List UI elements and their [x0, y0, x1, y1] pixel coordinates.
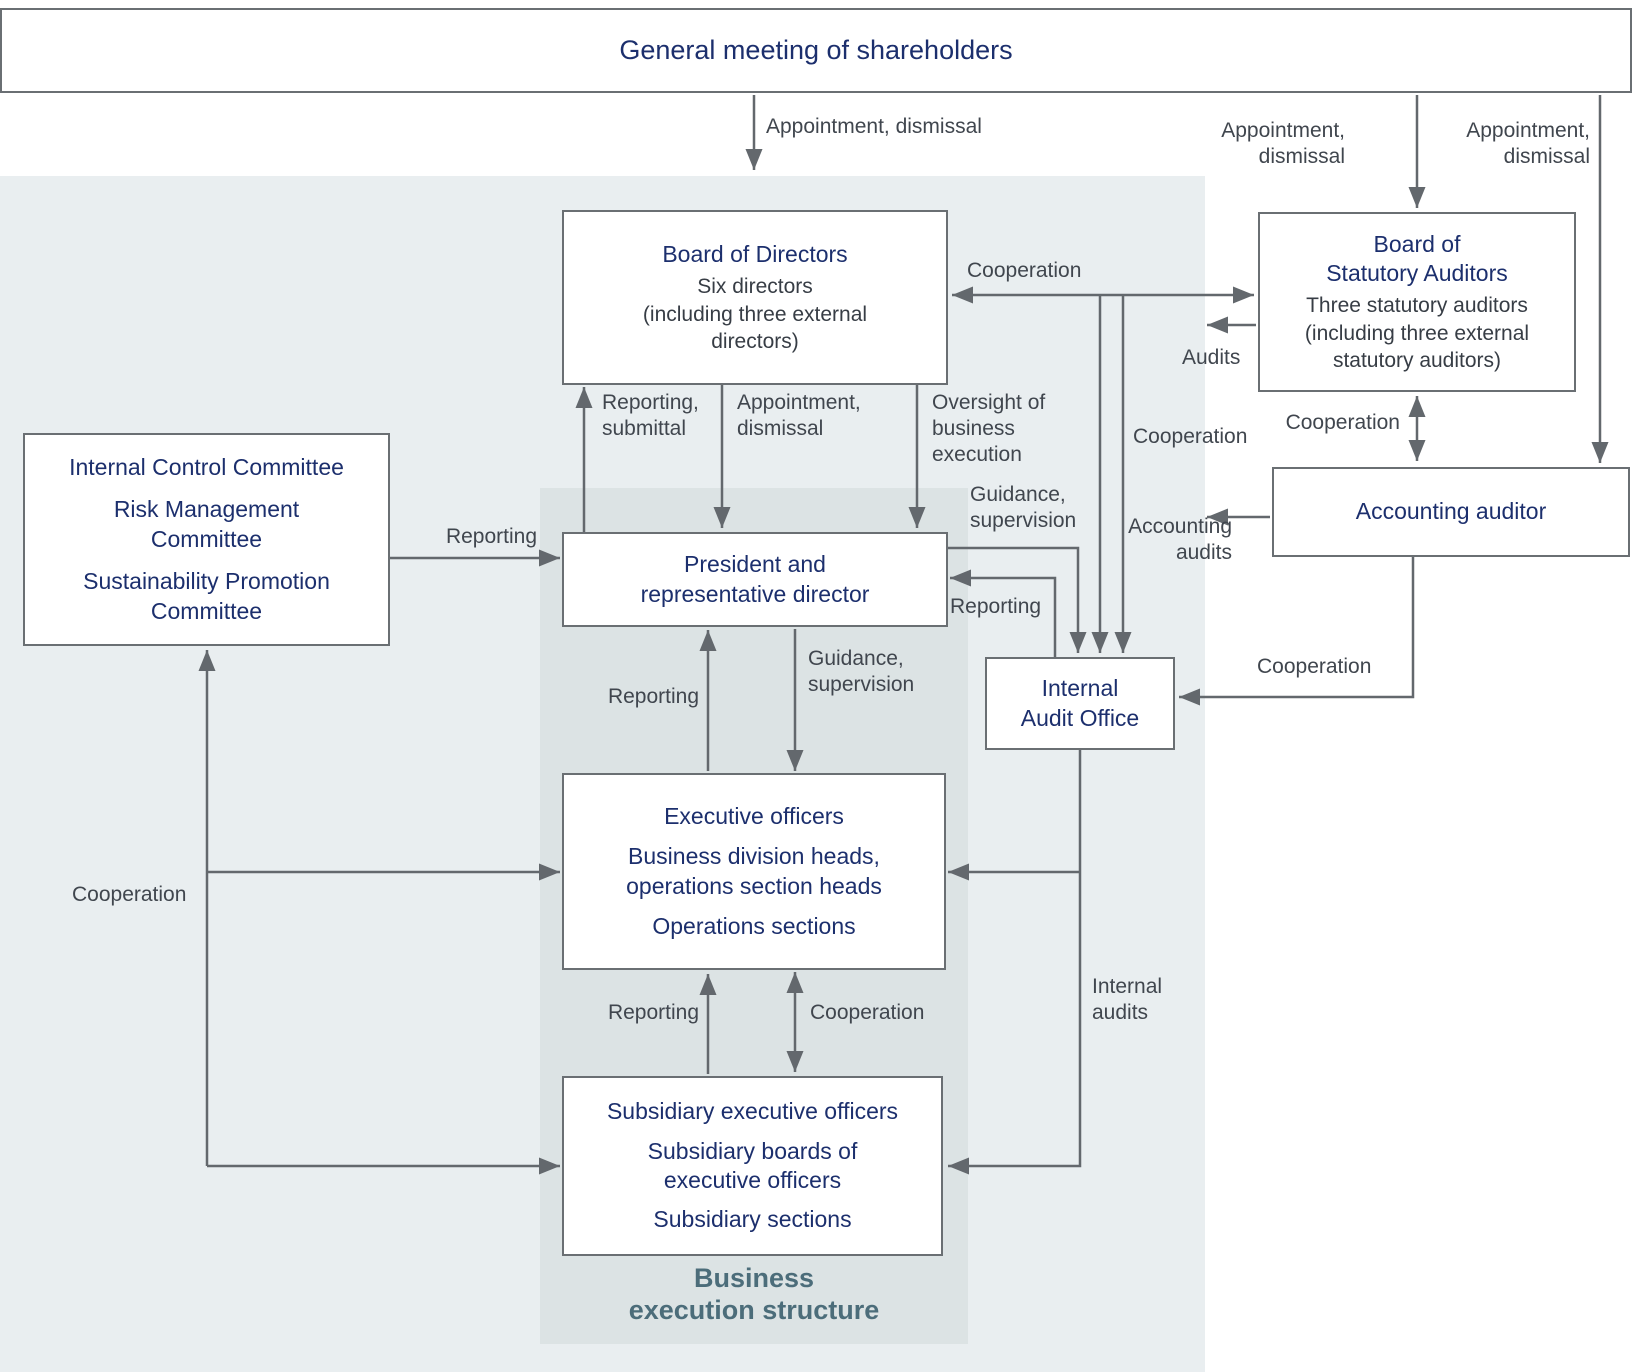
statutory-auditors-box: Board of Statutory Auditors Three statut… — [1258, 212, 1576, 392]
accounting-auditor-title: Accounting auditor — [1355, 498, 1547, 525]
accounting-auditor-box: Accounting auditor — [1272, 467, 1630, 557]
label-guidance-supervision-iao: Guidance, supervision — [970, 483, 1077, 533]
label-cooperation-exec-subsidiary: Cooperation — [810, 1001, 925, 1024]
statutory-auditors-title: Board of Statutory Auditors — [1326, 230, 1508, 287]
subsidiaries-box: Subsidiary executive officers Subsidiary… — [562, 1076, 943, 1256]
label-cooperation-statutory-accounting: Cooperation — [1285, 411, 1400, 434]
label-cooperation-bod-iao: Cooperation — [967, 259, 1082, 282]
subsidiary-boards-label: Subsidiary boards of executive officers — [647, 1137, 858, 1193]
label-appointment-dismissal-accounting: Appointment, dismissal — [1466, 119, 1590, 169]
label-guidance-supervision-exec: Guidance, supervision — [808, 647, 915, 697]
label-reporting-subsidiary-exec: Reporting — [607, 1001, 699, 1024]
label-audits: Audits — [1182, 346, 1241, 369]
label-reporting-committee: Reporting — [445, 525, 537, 548]
label-oversight: Oversight of business execution — [932, 391, 1046, 467]
operations-sections-label: Operations sections — [652, 912, 856, 939]
board-of-directors-box: Board of Directors Six directors (includ… — [562, 210, 948, 385]
internal-control-committee-label: Internal Control Committee — [69, 453, 344, 480]
subsidiary-sections-label: Subsidiary sections — [653, 1206, 852, 1233]
label-accounting-audits: Accounting audits — [1128, 515, 1232, 565]
board-of-directors-title: Board of Directors — [662, 240, 848, 267]
label-cooperation-accounting-iao: Cooperation — [1257, 655, 1372, 678]
executive-officers-label: Executive officers — [664, 802, 844, 829]
label-appointment-dismissal-president: Appointment, dismissal — [737, 391, 861, 441]
president-title: President and representative director — [640, 551, 870, 607]
label-internal-audits: Internal audits — [1092, 975, 1163, 1025]
label-reporting-exec-president: Reporting — [607, 685, 699, 708]
internal-audit-office-box: Internal Audit Office — [985, 657, 1175, 750]
risk-management-committee-label: Risk Management Committee — [113, 496, 300, 552]
label-cooperation-iao-statutory: Cooperation — [1133, 425, 1248, 448]
shareholders-title: General meeting of shareholders — [619, 35, 1013, 66]
president-box: President and representative director — [562, 532, 948, 627]
label-appointment-dismissal-top: Appointment, dismissal — [766, 115, 982, 138]
label-cooperation-committees: Cooperation — [72, 883, 187, 906]
sustainability-committee-label: Sustainability Promotion Committee — [83, 568, 330, 624]
division-heads-label: Business division heads, operations sect… — [626, 843, 882, 899]
board-of-directors-subtitle: Six directors (including three external … — [642, 275, 868, 353]
executive-officers-box: Executive officers Business division hea… — [562, 773, 946, 970]
label-appointment-dismissal-statutory: Appointment, dismissal — [1221, 119, 1345, 169]
label-reporting-submittal: Reporting, submittal — [602, 391, 699, 441]
committees-box: Internal Control Committee Risk Manageme… — [23, 433, 390, 646]
label-reporting-iao-president: Reporting — [950, 595, 1042, 618]
statutory-auditors-subtitle: Three statutory auditors (including thre… — [1304, 294, 1530, 373]
business-execution-structure-caption: Business execution structure — [628, 1263, 880, 1326]
shareholders-box: General meeting of shareholders — [0, 8, 1632, 93]
subsidiary-executive-officers-label: Subsidiary executive officers — [606, 1098, 899, 1125]
internal-audit-office-title: Internal Audit Office — [1020, 675, 1140, 731]
